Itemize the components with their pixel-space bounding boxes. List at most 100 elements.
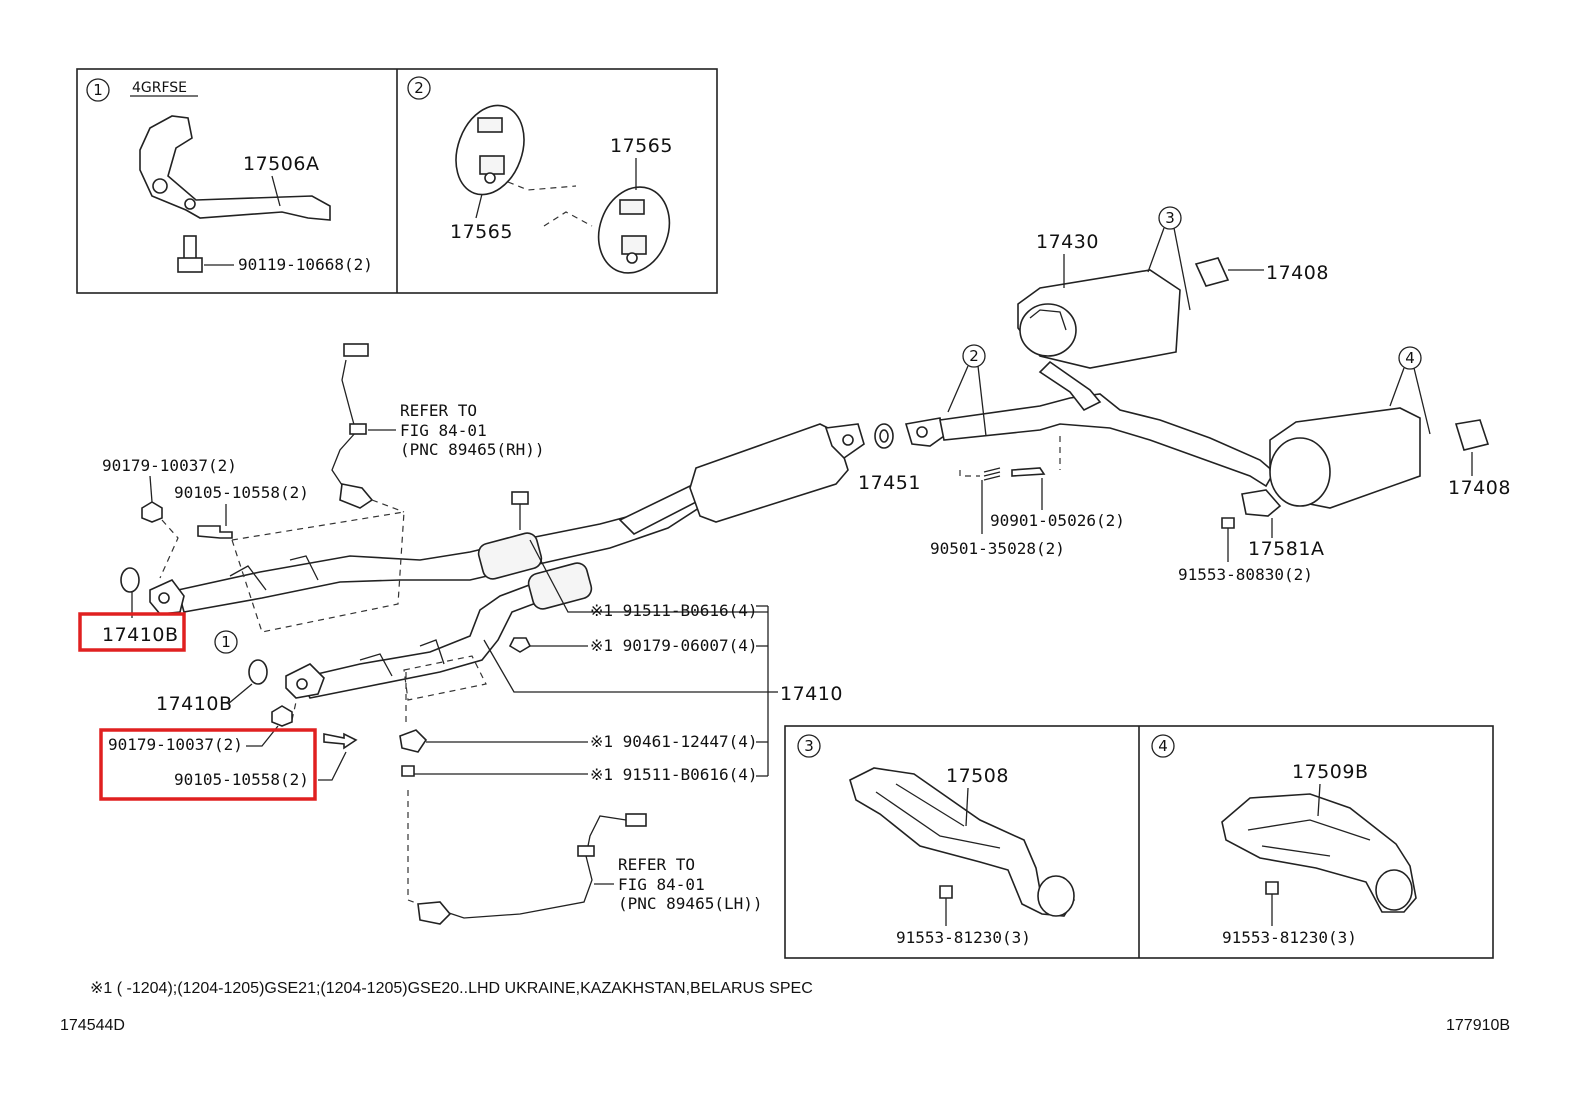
callout-1-main-label: 1 bbox=[221, 633, 231, 651]
inset-4: 4 17509B 91553-81230(3) bbox=[1151, 734, 1417, 947]
rubber-hanger-a-icon bbox=[455, 104, 525, 196]
leader-callout-3 bbox=[1147, 227, 1191, 311]
center-bolt-head bbox=[511, 491, 529, 505]
inset-box-3-4 bbox=[784, 725, 1494, 959]
code-left: 174544D bbox=[60, 1017, 125, 1034]
footnote-text: ※1 ( -1204);(1204-1205)GSE21;(1204-1205)… bbox=[90, 980, 813, 997]
sensor-lh-refer-3: (PNC 89465(LH)) bbox=[618, 894, 763, 913]
inset3-bolt-label: 91553-81230(3) bbox=[896, 928, 1031, 947]
upper-flange-hole bbox=[158, 592, 170, 604]
lower-hardware: 17410B 90179-10037(2) 90105-10558(2) bbox=[108, 659, 358, 789]
upper-hardware: 90179-10037(2) 90105-10558(2) 17410B bbox=[102, 456, 309, 646]
gasket-17451: 17451 bbox=[858, 423, 921, 494]
center-bolt bbox=[508, 491, 768, 653]
bracket-17508-label: 17508 bbox=[946, 765, 1009, 787]
inset-1: 1 4GRFSE 17506A 90119-10668(2) bbox=[86, 78, 373, 274]
leader-17410 bbox=[483, 639, 768, 693]
clamp-bolt-icon bbox=[401, 765, 415, 777]
spring-icon bbox=[983, 467, 1001, 481]
lower-dash-outline bbox=[403, 655, 487, 701]
front-pipe-assembly bbox=[149, 423, 865, 699]
part-17565-b-label: 17565 bbox=[610, 135, 673, 157]
lower-bolt-label: 90105-10558(2) bbox=[174, 770, 309, 789]
inset-3: 3 17508 91553-81230(3) bbox=[797, 734, 1075, 947]
sensor-lh-body bbox=[417, 901, 452, 925]
sensor-lh-refer-2: FIG 84-01 bbox=[618, 875, 705, 894]
clamp-icon bbox=[399, 729, 428, 753]
sensor-rh-refer-3: (PNC 89465(RH)) bbox=[400, 440, 545, 459]
part-17506a-label: 17506A bbox=[243, 153, 319, 175]
sensor-rh-refer-2: FIG 84-01 bbox=[400, 421, 487, 440]
resonator[interactable] bbox=[689, 423, 849, 523]
sensor-rh-refer-1: REFER TO bbox=[400, 401, 477, 420]
upper-bolt-icon bbox=[197, 525, 233, 539]
sensor-lh-wire bbox=[439, 815, 627, 919]
valve-bolt-label: 91553-80830(2) bbox=[1178, 565, 1313, 584]
tip-upper-icon bbox=[1194, 257, 1230, 287]
upper-nut-icon bbox=[141, 501, 163, 523]
leader-callout-4 bbox=[1389, 367, 1431, 435]
callout-3-circle bbox=[797, 734, 821, 758]
callout-2-label: 2 bbox=[414, 79, 424, 97]
muffler-17430-end bbox=[1019, 303, 1077, 357]
catalyst-lower bbox=[527, 562, 593, 610]
sensor-rh-connector bbox=[343, 343, 369, 357]
mid-dash-lines bbox=[959, 436, 1061, 477]
part-17565-a-label: 17565 bbox=[450, 221, 513, 243]
leader-17509b bbox=[1317, 783, 1321, 817]
callout-3-label: 3 bbox=[804, 737, 814, 755]
front-pipe-label: 17410 bbox=[780, 683, 843, 705]
tip-lower-label: 17408 bbox=[1448, 477, 1511, 499]
intermediate-pipe[interactable] bbox=[939, 393, 1276, 488]
callout-2-main-circle bbox=[962, 344, 986, 368]
sensor-lh-grommet bbox=[577, 845, 595, 857]
lower-flange-hole bbox=[296, 678, 308, 690]
hanger-b-dash bbox=[543, 211, 593, 227]
upper-gasket-label: 17410B bbox=[102, 624, 178, 646]
bolt-mid-label: 90901-05026(2) bbox=[990, 511, 1125, 530]
callout-3-main-circle bbox=[1158, 206, 1182, 230]
rear-muffler-assembly: 17408 17408 17430 3 2 4 90901-05026(2) 9… bbox=[904, 206, 1511, 584]
pipe-to-muffler bbox=[1038, 360, 1102, 412]
callout-1-circle bbox=[86, 78, 110, 102]
sensor-lh-connector bbox=[625, 813, 647, 827]
gasket-17451-label: 17451 bbox=[858, 472, 921, 494]
ref-1-label: ※1 91511-B0616(4) bbox=[590, 601, 758, 620]
center-nut-icon bbox=[508, 637, 532, 653]
ref-4-label: ※1 91511-B0616(4) bbox=[590, 765, 758, 784]
bolt-mid-icon bbox=[1011, 467, 1046, 477]
leader-upper-nut bbox=[149, 475, 153, 503]
upper-bolt-label: 90105-10558(2) bbox=[174, 483, 309, 502]
inset4-bolt-label: 91553-81230(3) bbox=[1222, 928, 1357, 947]
callout-1-main-circle bbox=[214, 630, 238, 654]
misc-dash-lines bbox=[159, 519, 425, 907]
leader-17506a bbox=[271, 175, 281, 207]
leader-17565-a bbox=[475, 193, 483, 219]
rubber-hanger-b-icon bbox=[597, 186, 671, 274]
ref-2-label: ※1 90179-06007(4) bbox=[590, 636, 758, 655]
heat-shield-marks bbox=[229, 555, 445, 677]
o2-sensor-rh: REFER TO FIG 84-01 (PNC 89465(RH)) bbox=[331, 343, 545, 513]
leader-lower-bolt bbox=[318, 751, 347, 781]
lower-bolt-icon bbox=[323, 732, 358, 750]
bracket-hole-2 bbox=[184, 198, 196, 210]
bracket-17508-ribs bbox=[875, 783, 1001, 849]
rear-flange-hole bbox=[916, 426, 928, 438]
valve-bolt-icon bbox=[1221, 517, 1235, 529]
inset3-bolt-icon bbox=[939, 885, 953, 899]
lower-gasket-label: 17410B bbox=[156, 693, 232, 715]
sensor-lh-refer-1: REFER TO bbox=[618, 855, 695, 874]
tip-lower-icon bbox=[1454, 419, 1490, 451]
bracket-17509b-label: 17509B bbox=[1292, 761, 1368, 783]
callout-3-main-label: 3 bbox=[1165, 209, 1175, 227]
bracket-hole-1 bbox=[152, 178, 168, 194]
sensor-rh-dash bbox=[371, 499, 405, 513]
bracket-17506a[interactable] bbox=[139, 115, 331, 221]
lower-gasket-icon bbox=[248, 659, 268, 685]
bracket-17509b[interactable] bbox=[1221, 793, 1417, 913]
muffler-17430-label: 17430 bbox=[1036, 231, 1099, 253]
highlight-lower-hardware bbox=[99, 728, 317, 801]
muffler-right-end bbox=[1269, 437, 1331, 507]
leader-lower-gasket bbox=[227, 683, 253, 705]
